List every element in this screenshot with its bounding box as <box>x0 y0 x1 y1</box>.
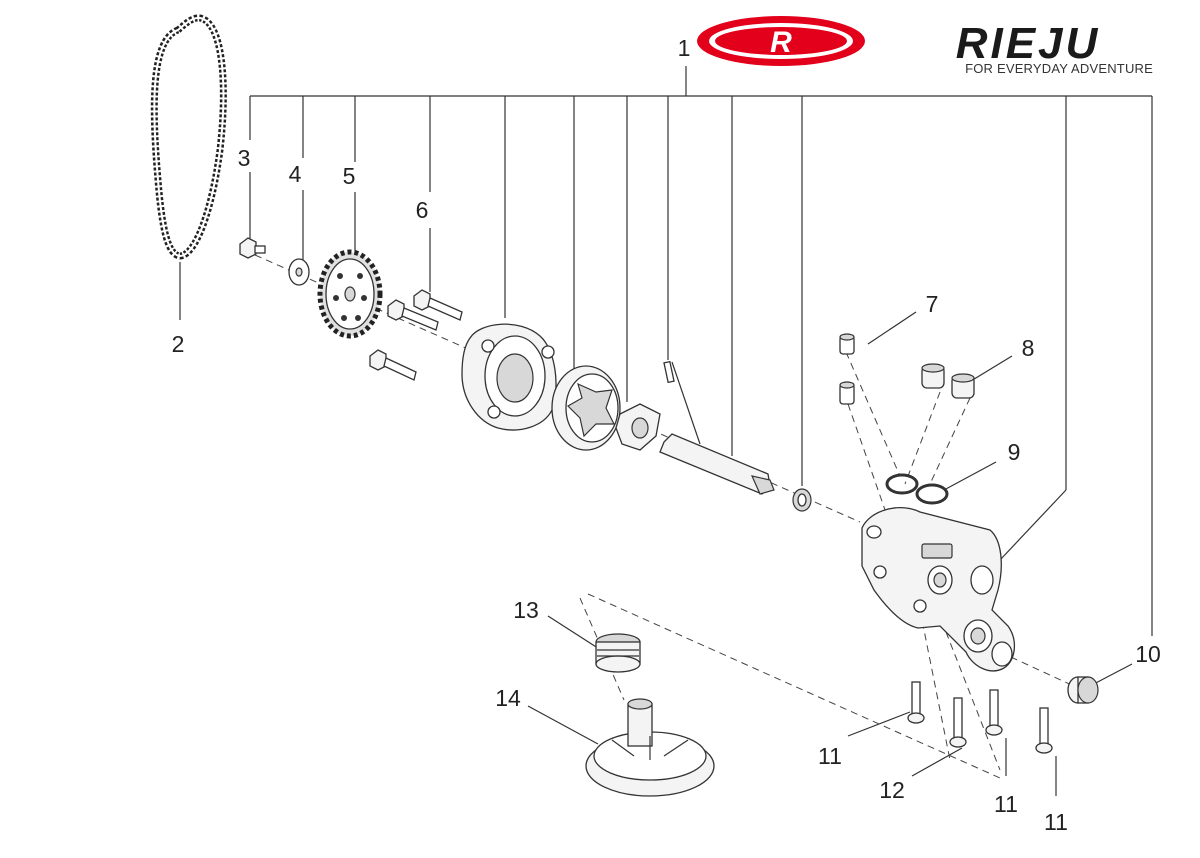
leader-lines <box>179 66 1153 796</box>
outer-rotor <box>551 365 621 451</box>
callout-1: 1 <box>678 35 691 61</box>
callout-11: 11 <box>818 743 842 769</box>
logo-r-mark: R <box>770 26 792 59</box>
oil-strainer <box>585 698 715 797</box>
callout-4: 4 <box>289 161 302 187</box>
callout-7: 7 <box>926 291 939 317</box>
bushing <box>1067 676 1099 704</box>
pump-cover <box>461 323 557 431</box>
callout-12: 12 <box>879 777 905 803</box>
callout-2: 2 <box>172 331 185 357</box>
callout-13: 13 <box>513 597 539 623</box>
washer <box>288 258 310 286</box>
callout-5: 5 <box>343 163 356 189</box>
mounting-bolts <box>369 289 463 381</box>
callout-labels: 1 2 3 4 5 6 7 8 9 10 11 12 11 11 13 14 <box>172 35 1161 835</box>
callout-9: 9 <box>1008 439 1021 465</box>
o-rings <box>885 473 949 505</box>
callout-8: 8 <box>1022 335 1035 361</box>
logo-wordmark: RIEJU <box>956 19 1101 68</box>
callout-11-second: 11 <box>994 791 1018 817</box>
small-bolt <box>239 237 266 259</box>
sprocket <box>317 249 383 339</box>
pin-and-shaft <box>659 360 775 495</box>
callout-3: 3 <box>238 145 251 171</box>
pump-body <box>861 507 1015 672</box>
callout-11-third: 11 <box>1044 809 1068 835</box>
screws <box>907 681 1053 754</box>
filter-cap <box>595 633 641 673</box>
callout-10: 10 <box>1135 641 1161 667</box>
callout-6: 6 <box>416 197 429 223</box>
logo-tagline: FOR EVERYDAY ADVENTURE <box>965 61 1153 76</box>
plugs <box>921 363 975 399</box>
shaft-seal-ring <box>792 488 812 512</box>
timing-chain <box>150 14 227 260</box>
callout-14: 14 <box>495 685 521 711</box>
rieju-logo: R RIEJU FOR EVERYDAY ADVENTURE <box>697 16 1153 76</box>
dowel-pins <box>839 333 855 405</box>
inner-rotor <box>615 403 661 451</box>
